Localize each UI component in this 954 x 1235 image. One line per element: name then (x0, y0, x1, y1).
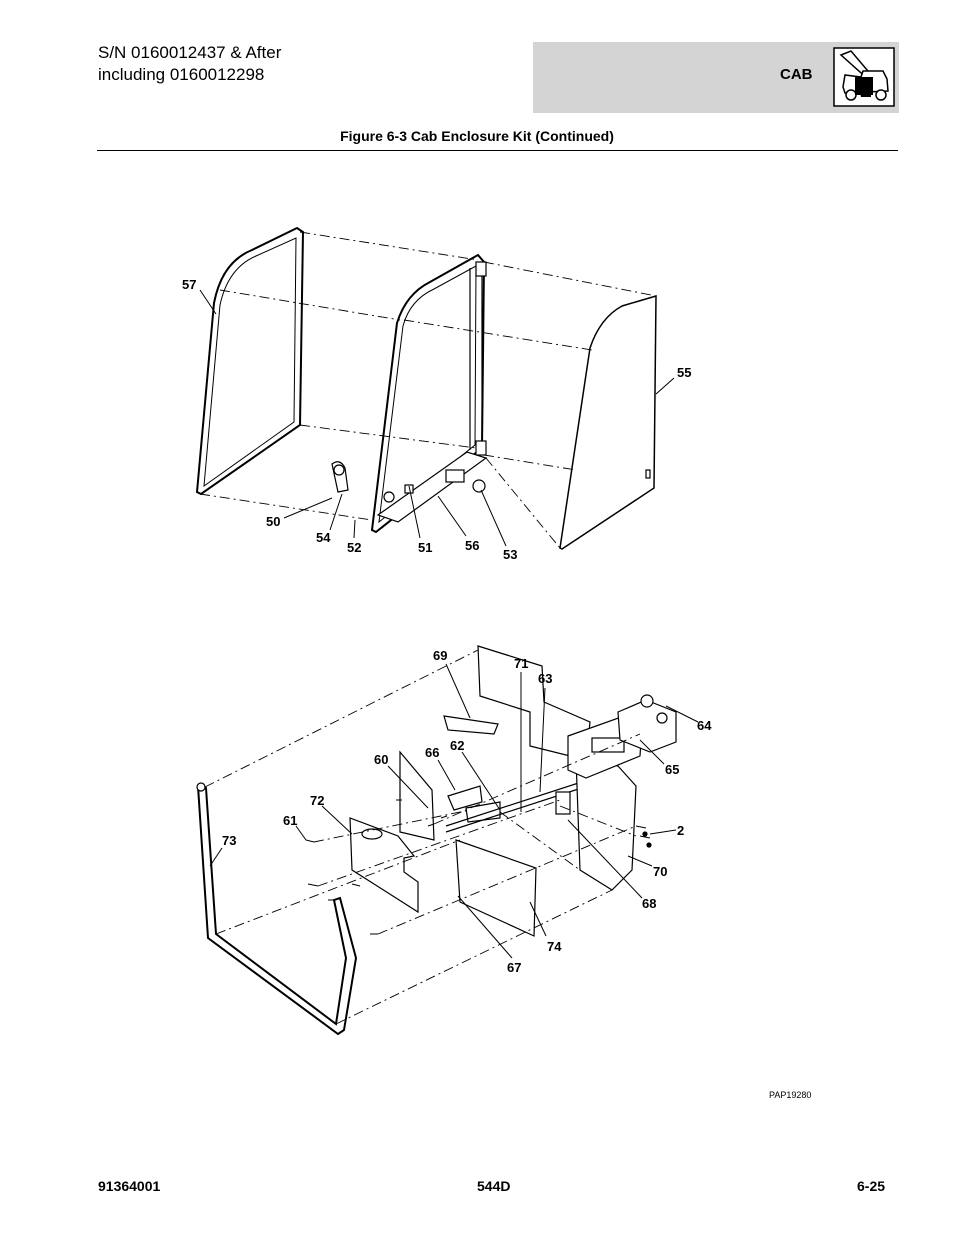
callout-51: 51 (418, 540, 433, 555)
footer-doc-number: 91364001 (98, 1178, 161, 1194)
header-rule (97, 150, 898, 151)
serial-line-1: S/N 0160012437 & After (98, 43, 282, 62)
section-label: CAB (780, 66, 813, 83)
callout-68: 68 (642, 896, 657, 911)
callout-73: 73 (222, 833, 237, 848)
callout-69: 69 (433, 648, 448, 663)
serial-number-block: S/N 0160012437 & After including 0160012… (98, 42, 281, 86)
callout-55: 55 (677, 365, 692, 380)
callout-67: 67 (507, 960, 522, 975)
figure-code: PAP19280 (769, 1090, 812, 1100)
bottom-assembly (196, 645, 699, 1036)
callout-66: 66 (425, 745, 440, 760)
callout-72: 72 (310, 793, 325, 808)
callout-74: 74 (547, 939, 562, 954)
figure-title: Figure 6-3 Cab Enclosure Kit (Continued) (340, 128, 614, 144)
top-assembly (195, 226, 675, 550)
callout-62: 62 (450, 738, 465, 753)
callout-56: 56 (465, 538, 480, 553)
callout-63: 63 (538, 671, 553, 686)
callout-64: 64 (697, 718, 712, 733)
callout-70: 70 (653, 864, 668, 879)
callout-60: 60 (374, 752, 389, 767)
callout-2: 2 (677, 823, 685, 838)
callout-57: 57 (182, 277, 197, 292)
callout-71: 71 (514, 656, 529, 671)
callout-50: 50 (266, 514, 281, 529)
callout-61: 61 (283, 813, 298, 828)
footer-model: 544D (477, 1178, 511, 1194)
serial-line-2: including 0160012298 (98, 65, 265, 84)
callout-65: 65 (665, 762, 680, 777)
footer-page: 6-25 (857, 1178, 886, 1194)
callout-54: 54 (316, 530, 331, 545)
telehandler-cab-icon (833, 47, 895, 107)
callout-53: 53 (503, 547, 518, 562)
callout-52: 52 (347, 540, 362, 555)
